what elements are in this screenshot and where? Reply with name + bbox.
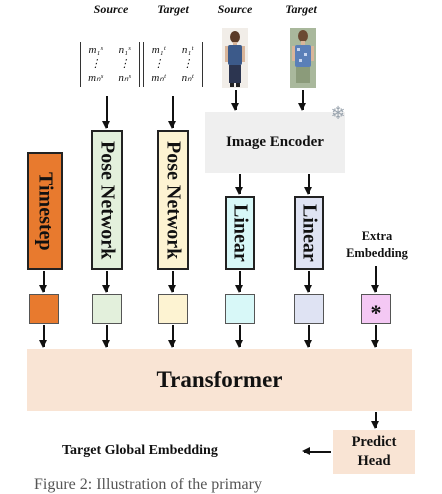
matrix-cell: mₙˢ xyxy=(88,72,103,84)
pose-target-token xyxy=(158,294,188,324)
target-person-image xyxy=(290,28,316,88)
pose-network-target-label: Pose Network xyxy=(162,140,185,260)
image-source-token xyxy=(225,294,255,324)
arrow-token-to-transformer xyxy=(304,325,312,348)
predict-head-label: Predict Head xyxy=(351,434,397,469)
pose-network-source-label: Pose Network xyxy=(96,140,119,260)
arrow-encoder-to-linear-target xyxy=(304,174,312,195)
arrow-target-image-to-encoder xyxy=(298,90,306,111)
matrix-cell: nₙˢ xyxy=(118,72,131,84)
arrow-token-to-transformer xyxy=(102,325,110,348)
arrow-timestep-to-token xyxy=(39,271,47,293)
predict-head: Predict Head xyxy=(333,430,415,474)
matrix-cell: n₁ᵗ xyxy=(181,44,194,56)
arrow-transformer-to-predict-head xyxy=(371,412,379,429)
extra-embedding-label: Extra Embedding xyxy=(346,229,408,260)
image-source-header: Source xyxy=(217,2,253,16)
image-encoder: Image Encoder xyxy=(205,112,345,173)
arrow-encoder-to-linear-source xyxy=(235,174,243,195)
matrix-cell: mₙᵗ xyxy=(151,72,166,84)
source-person-image xyxy=(222,28,248,88)
arrow-token-to-transformer xyxy=(235,325,243,348)
image-encoder-label: Image Encoder xyxy=(226,134,324,150)
pose-network-target-box: Pose Network xyxy=(157,130,189,270)
arrow-pose-target-to-token xyxy=(168,271,176,293)
arrow-linear-source-to-token xyxy=(235,271,243,293)
linear-source-label: Linear xyxy=(229,204,252,262)
arrow-token-to-transformer xyxy=(168,325,176,348)
pose-source-token xyxy=(92,294,122,324)
arrow-source-pose-to-network xyxy=(102,96,110,129)
matrix-cell: m₁ᵗ xyxy=(151,44,166,56)
timestep-token xyxy=(29,294,59,324)
arrow-source-image-to-encoder xyxy=(231,90,239,111)
matrix-cell: n₁ˢ xyxy=(118,44,131,56)
figure-caption: Figure 2: Illustration of the primary xyxy=(34,476,262,493)
timestep-box: Timestep xyxy=(27,152,63,270)
arrow-token-to-transformer xyxy=(39,325,47,348)
image-target-token xyxy=(294,294,324,324)
matrix-cell: ⋮ xyxy=(119,58,130,70)
linear-source-box: Linear xyxy=(225,196,255,270)
arrow-predict-head-to-output xyxy=(302,447,331,455)
linear-target-label: Linear xyxy=(298,204,321,262)
matrix-cell: m₁ˢ xyxy=(88,44,103,56)
linear-target-box: Linear xyxy=(294,196,324,270)
extra-embedding-token: * xyxy=(361,294,391,324)
arrow-extra-to-token xyxy=(371,266,379,293)
pose-target-header: Target xyxy=(157,2,189,16)
pose-source-header: Source xyxy=(93,2,129,16)
output-label: Target Global Embedding xyxy=(62,443,218,458)
arrow-token-to-transformer xyxy=(371,325,379,348)
transformer-block: Transformer xyxy=(27,349,412,411)
matrix-cell: ⋮ xyxy=(90,58,101,70)
matrix-cell: ⋮ xyxy=(153,58,164,70)
arrow-target-pose-to-network xyxy=(168,96,176,129)
transformer-label: Transformer xyxy=(156,367,283,392)
pose-network-source-box: Pose Network xyxy=(91,130,123,270)
matrix-cell: nₙᵗ xyxy=(181,72,194,84)
source-pose-matrix: m₁ˢ n₁ˢ ⋮ ⋮ mₙˢ nₙˢ xyxy=(80,42,140,87)
timestep-label: Timestep xyxy=(34,171,57,251)
extra-token-symbol: * xyxy=(370,300,382,325)
arrow-pose-source-to-token xyxy=(102,271,110,293)
arrow-linear-target-to-token xyxy=(304,271,312,293)
target-pose-matrix: m₁ᵗ n₁ᵗ ⋮ ⋮ mₙᵗ nₙᵗ xyxy=(143,42,203,87)
image-target-header: Target xyxy=(285,2,317,16)
snowflake-icon: ❄ xyxy=(330,103,346,124)
matrix-cell: ⋮ xyxy=(182,58,193,70)
